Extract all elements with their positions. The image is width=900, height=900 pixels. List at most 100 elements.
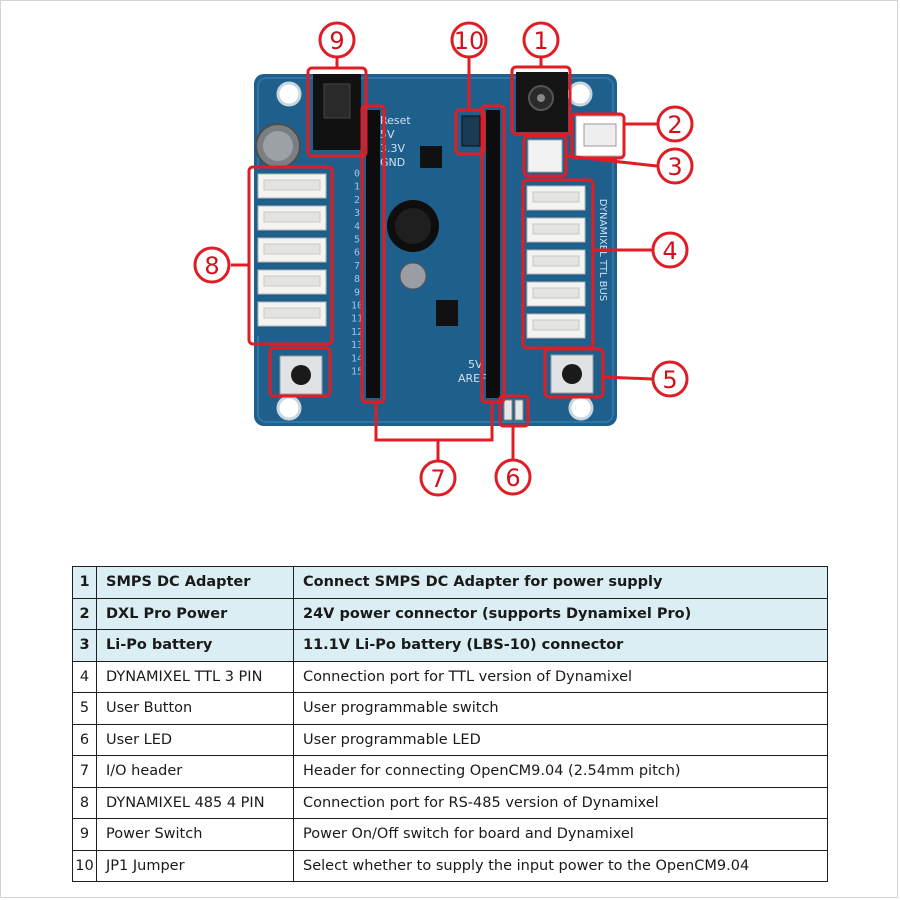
board-diagram: Reset 5V 3.3V GND 5V AREF DYNAMIXEL TTL … [193, 21, 694, 497]
callout-number-6: 6 [505, 464, 520, 492]
cell-num: 7 [72, 755, 97, 788]
callout-circle-2 [656, 105, 694, 143]
callout-circle-10 [450, 21, 488, 59]
pin-number-label: 5 [354, 235, 360, 246]
silk-5v: 5V [380, 128, 395, 141]
pin-number-label: 7 [354, 261, 360, 272]
cell-name: Power Switch [96, 818, 294, 851]
leader-lines [231, 58, 658, 460]
pin-number-label: 6 [354, 248, 360, 259]
highlight-5 [543, 347, 605, 399]
cell-num: 9 [72, 818, 97, 851]
bracket-7 [374, 402, 494, 442]
io-header-left [366, 110, 380, 398]
highlight-8 [247, 165, 334, 346]
dxl-ttl-connectors [526, 185, 586, 339]
highlight-2 [570, 112, 626, 160]
port-socket [532, 223, 580, 235]
silk-3v3: 3.3V [380, 142, 405, 155]
mount-hole [568, 395, 594, 421]
dxl-485-connectors [257, 173, 327, 327]
cell-desc: Connection port for TTL version of Dynam… [293, 660, 828, 693]
pin-number-label: 15 [351, 367, 363, 378]
cell-desc: Header for connecting OpenCM9.04 (2.54mm… [293, 755, 828, 788]
port-socket [263, 243, 321, 255]
cell-desc: Power On/Off switch for board and Dynami… [293, 818, 828, 851]
callout-number-8: 8 [204, 252, 219, 280]
callout-circle-6 [494, 458, 532, 496]
port-socket [532, 287, 580, 299]
callout-number-7: 7 [430, 465, 445, 493]
pin-number-label: 0 [354, 169, 360, 180]
cell-num: 1 [72, 566, 97, 599]
cell-name: I/O header [96, 755, 294, 788]
port-socket [532, 319, 580, 331]
cell-name: DYNAMIXEL 485 4 PIN [96, 786, 294, 819]
callout-circle-3 [656, 147, 694, 185]
cell-desc: Connect SMPS DC Adapter for power supply [293, 566, 828, 599]
cell-name: Li-Po battery [96, 629, 294, 662]
pin-number-label: 2 [354, 195, 360, 206]
highlight-7a [360, 104, 386, 404]
pin-number-label: 11 [351, 314, 363, 325]
callout-number-1: 1 [533, 27, 548, 55]
callout-number-9: 9 [329, 27, 344, 55]
cell-desc: 24V power connector (supports Dynamixel … [293, 597, 828, 630]
cell-num: 6 [72, 723, 97, 756]
cell-desc: User programmable switch [293, 692, 828, 725]
port-socket [263, 179, 321, 191]
callout-number-10: 10 [454, 27, 485, 55]
cell-num: 3 [72, 629, 97, 662]
pin-number-label: 9 [354, 287, 360, 298]
cell-num: 10 [72, 849, 97, 882]
port-socket [263, 211, 321, 223]
cell-name: JP1 Jumper [96, 849, 294, 882]
port-socket [263, 307, 321, 319]
user-led [503, 399, 513, 421]
pin-number-label: 13 [351, 340, 363, 351]
jp1-jumper [461, 115, 481, 147]
port-socket [532, 255, 580, 267]
cell-num: 4 [72, 660, 97, 693]
cell-desc: User programmable LED [293, 723, 828, 756]
cell-name: DYNAMIXEL TTL 3 PIN [96, 660, 294, 693]
user-led [514, 399, 524, 421]
cell-desc: Connection port for RS-485 version of Dy… [293, 786, 828, 819]
callout-circle-4 [651, 231, 689, 269]
highlight-boxes [247, 65, 626, 442]
mount-hole [276, 81, 302, 107]
pin-number-label: 8 [354, 274, 360, 285]
pcb-board [254, 74, 617, 426]
callout-number-4: 4 [662, 237, 677, 265]
highlight-5b [268, 346, 332, 398]
cell-name: User Button [96, 692, 294, 725]
silk-reset: Reset [380, 114, 411, 127]
mount-hole [276, 395, 302, 421]
silk-5v-right: 5V [468, 358, 483, 371]
callout-circle-5 [651, 360, 689, 398]
cell-name: DXL Pro Power [96, 597, 294, 630]
small-capacitor [399, 262, 427, 290]
lipo-connector [527, 139, 563, 173]
callout-circle-8 [193, 246, 231, 284]
pin-number-label: 1 [354, 182, 360, 193]
pin-number-label: 10 [351, 301, 363, 312]
port-socket [263, 275, 321, 287]
cell-num: 8 [72, 786, 97, 819]
pin-number-label: 14 [351, 353, 363, 364]
silk-aref: AREF [458, 372, 486, 385]
port-socket [532, 191, 580, 203]
cell-desc: Select whether to supply the input power… [293, 849, 828, 882]
callout-number-5: 5 [662, 366, 677, 394]
